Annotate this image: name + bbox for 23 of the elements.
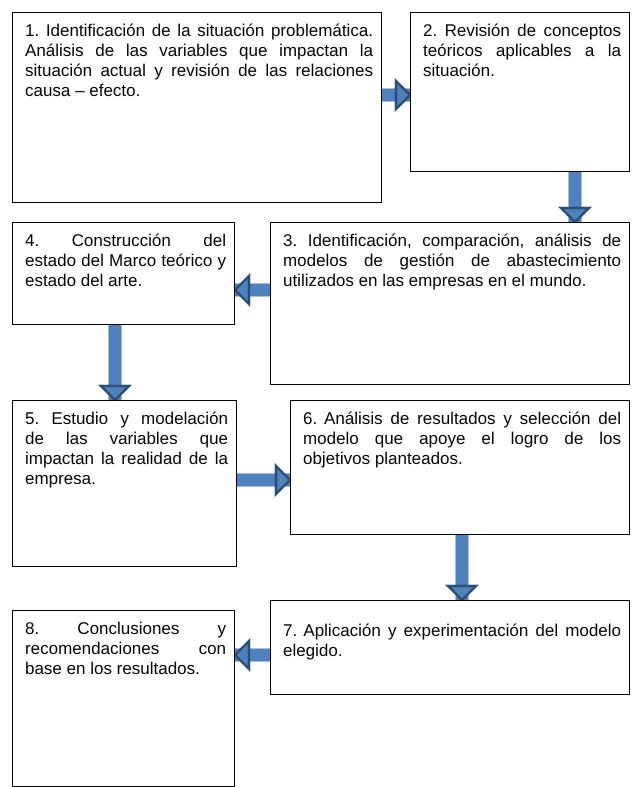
block-arrow — [560, 172, 590, 224]
block-arrow — [234, 274, 270, 306]
step-text: 2. Revisión de conceptos teóricos aplicables a la situación. — [423, 21, 621, 81]
step-text: 6. Análisis de resultados y selección del modelo que apoye el logro de los objetivos planteados. — [303, 409, 621, 469]
block-arrow — [237, 464, 292, 496]
block-arrow — [382, 80, 412, 110]
process-box — [12, 400, 237, 567]
block-arrow — [446, 535, 478, 602]
step-text: 1. Identificación de la situación problemática. Análisis de las variables que impactan la situación actual y revisión de las relaciones causa – efecto. — [25, 21, 373, 101]
step-text: 5. Estudio y modelación de las variables que impactan la realidad de la empresa. — [25, 409, 228, 489]
process-box — [410, 12, 630, 172]
process-box — [270, 600, 630, 695]
process-box — [12, 610, 235, 787]
step-text: 8. Conclusiones y recomendaciones con base en los resultados. — [25, 619, 226, 679]
step-text: 3. Identificación, comparación, análisis de modelos de gestión de abastecimiento utilizados en las empresas en el mundo. — [283, 231, 621, 291]
step-text: 7. Aplicación y experimentación del modelo elegido. — [283, 621, 621, 661]
process-box — [12, 222, 235, 325]
process-box — [12, 12, 382, 203]
block-arrow — [234, 640, 270, 670]
step-text: 4. Construcción del estado del Marco teórico y estado del arte. — [25, 231, 226, 291]
block-arrow — [100, 325, 130, 402]
process-box — [270, 222, 630, 385]
process-box — [290, 400, 630, 535]
